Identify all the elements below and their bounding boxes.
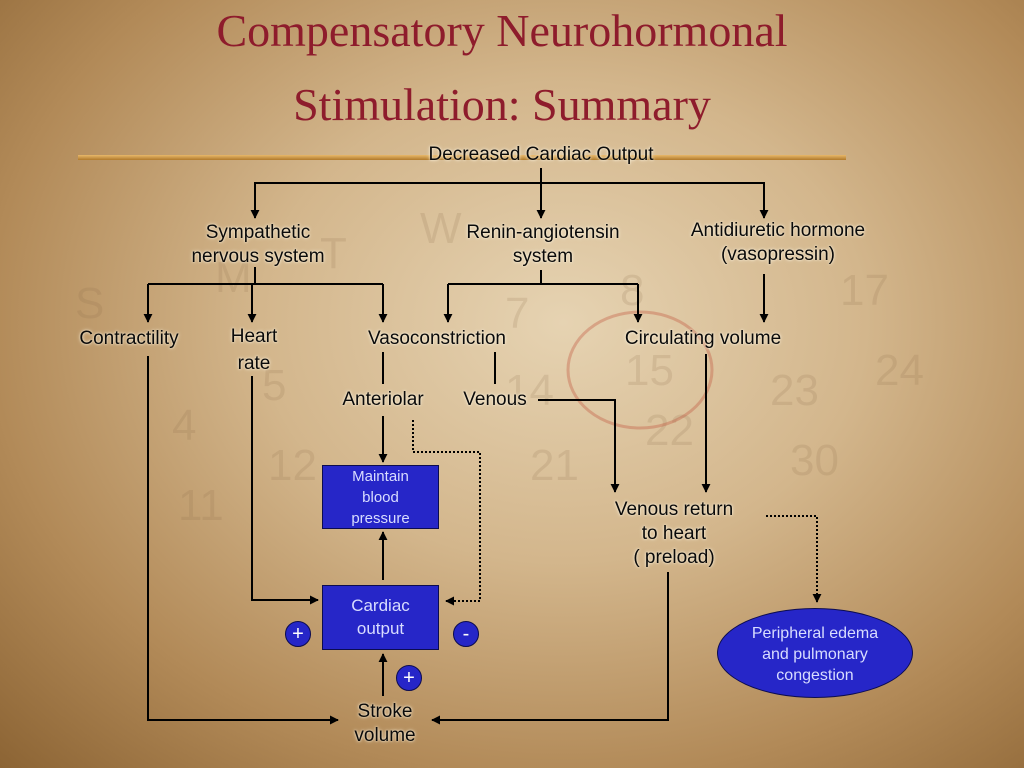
svg-text:4: 4 [172, 401, 196, 450]
node-stroke-volume-line-2: volume [354, 725, 416, 746]
node-renin-line-1: Renin-angiotensin [466, 222, 620, 243]
node-peripheral-edema: Peripheral edema and pulmonary congestio… [717, 608, 913, 698]
node-vasoconstriction: Vasoconstriction [368, 328, 506, 349]
connector-return-edema-dotted [766, 515, 822, 603]
node-circulating-volume: Circulating volume [624, 328, 782, 349]
node-heart-rate-line-2: rate [237, 353, 271, 374]
node-maintain-bp-line-1: Maintain [352, 468, 409, 485]
node-venous-return-line-1: Venous return [614, 499, 734, 520]
node-heart-rate: Heart rate [231, 323, 277, 377]
plus-sign-badge-bottom: + [396, 665, 422, 691]
node-edema-line-3: congestion [776, 667, 854, 684]
node-renin-line-2: system [512, 246, 574, 267]
node-sympathetic-line-2: nervous system [191, 246, 325, 267]
node-stroke-volume: Stroke volume [354, 700, 415, 748]
node-venous-return-line-3: ( preload) [633, 547, 715, 568]
node-sympathetic-line-1: Sympathetic [205, 222, 311, 243]
node-contractility: Contractility [79, 328, 179, 349]
node-venous-return: Venous return to heart ( preload) [615, 498, 733, 570]
connector-dco-right [541, 182, 769, 219]
node-venous: Venous [463, 389, 527, 410]
node-edema-line-2: and pulmonary [762, 646, 868, 663]
node-antidiuretic-line-1: Antidiuretic hormone [690, 220, 866, 241]
svg-text:21: 21 [530, 441, 579, 490]
connector-dco-left [250, 182, 541, 219]
node-venous-return-line-2: to heart [641, 523, 707, 544]
svg-text:23: 23 [770, 366, 819, 415]
connector-contractility-sv [147, 356, 339, 725]
slide-title-line-2: Stimulation: Summary [293, 79, 711, 130]
svg-text:15: 15 [625, 346, 674, 395]
svg-text:17: 17 [840, 266, 889, 315]
node-maintain-blood-pressure: Maintain blood pressure [322, 465, 439, 529]
node-decreased-cardiac-output: Decreased Cardiac Output [428, 144, 654, 165]
svg-text:30: 30 [790, 436, 839, 485]
svg-text:M: M [215, 253, 252, 302]
node-cardiac-output-line-1: Cardiac [351, 596, 410, 615]
node-anteriolar: Anteriolar [342, 389, 424, 410]
svg-text:7: 7 [505, 289, 529, 338]
node-stroke-volume-line-1: Stroke [357, 701, 413, 722]
svg-text:11: 11 [178, 481, 224, 530]
node-maintain-bp-line-2: blood [362, 489, 399, 506]
node-renin-angiotensin-system: Renin-angiotensin system [466, 221, 619, 269]
slide-title-line-1: Compensatory Neurohormonal [216, 5, 788, 56]
svg-text:8: 8 [620, 266, 644, 315]
minus-sign-badge: - [453, 621, 479, 647]
node-antidiuretic-hormone: Antidiuretic hormone (vasopressin) [691, 219, 865, 267]
node-sympathetic-nervous-system: Sympathetic nervous system [191, 221, 324, 269]
node-edema-line-1: Peripheral edema [751, 625, 879, 642]
svg-text:22: 22 [645, 406, 694, 455]
title-divider [78, 155, 846, 160]
node-heart-rate-line-1: Heart [230, 326, 278, 347]
connector-anteriolar-co-dotted [412, 420, 481, 606]
connector-hr-co [251, 376, 319, 605]
svg-text:5: 5 [262, 361, 286, 410]
svg-text:24: 24 [875, 346, 924, 395]
node-cardiac-output-line-2: output [356, 619, 405, 638]
svg-text:S: S [75, 279, 104, 328]
svg-text:12: 12 [268, 441, 317, 490]
connector-return-sv [431, 572, 669, 725]
svg-text:14: 14 [505, 366, 554, 415]
node-antidiuretic-line-2: (vasopressin) [720, 244, 836, 265]
plus-sign-badge-left: + [285, 621, 311, 647]
svg-text:T: T [320, 229, 347, 278]
connector-venous-return [538, 399, 620, 493]
node-cardiac-output: Cardiac output [322, 585, 439, 650]
node-maintain-bp-line-3: pressure [351, 510, 410, 527]
svg-text:W: W [420, 204, 462, 253]
